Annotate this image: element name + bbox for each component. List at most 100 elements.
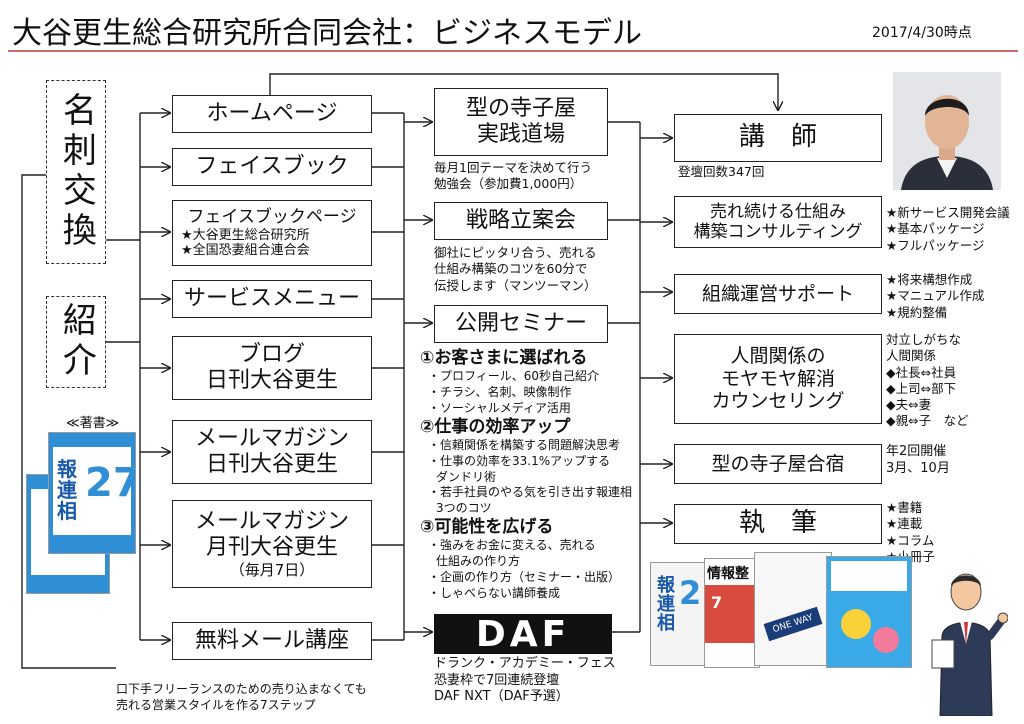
topic-heading: ③可能性を広げる xyxy=(420,517,554,538)
topic-item: ・企画の作り方（セミナー・出版） xyxy=(428,570,621,585)
book-cover-sun xyxy=(841,609,871,639)
businessman-illustration xyxy=(931,573,1008,716)
title-underline xyxy=(8,50,1018,52)
consulting-note: ★新サービス開発会議 ★基本パッケージ ★フルパッケージ xyxy=(886,205,1010,254)
mail-magazine-schedule: （毎月7日） xyxy=(229,561,315,580)
book-cover-colorful xyxy=(826,556,912,668)
homepage-box: ホームページ xyxy=(172,95,372,133)
note-line: 売れる営業スタイルを作る7ステップ xyxy=(116,697,316,712)
portrait-photo xyxy=(893,72,1001,190)
terakoya-dojo-box: 型の寺子屋 実践道場 xyxy=(434,88,608,156)
book-cover-hourensou-2: 報連相 2 xyxy=(650,562,708,666)
book-cover-band xyxy=(705,585,759,643)
training-camp-note: 年2回開催 3月、10月 xyxy=(886,444,950,478)
facebook-page-item: ★全国恐妻組合連合会 xyxy=(181,243,310,259)
lecturer-box: 講 師 xyxy=(674,114,882,162)
book-title-text: 報連相 xyxy=(657,575,675,634)
note-line: ◆親⇔子 など xyxy=(886,413,969,429)
topic-item: ダンドリ術 xyxy=(436,469,497,484)
note-line: 勉強会（参加費1,000円） xyxy=(434,176,583,192)
strategy-session-box: 戦略立案会 xyxy=(434,202,608,240)
writing-box: 執 筆 xyxy=(674,504,882,544)
daf-logo: DAF xyxy=(434,614,612,655)
counseling-note: 対立しがちな 人間関係 ◆社長⇔社員 ◆上司⇔部下 ◆夫⇔妻 ◆親⇔子 など xyxy=(886,332,969,430)
note-line: 3月、10月 xyxy=(886,460,950,476)
book-cover-panel xyxy=(831,561,907,591)
counseling-line: カウンセリング xyxy=(711,390,845,413)
facebook-page-box: フェイスブックページ ★大谷更生総合研究所 ★全国恐妻組合連合会 xyxy=(172,200,372,266)
topic-item: ・仕事の効率を33.1%アップする xyxy=(428,453,611,468)
service-menu-box: サービスメニュー xyxy=(172,280,372,318)
topic-item: ・チラシ、名刺、映像制作 xyxy=(428,385,572,400)
topic-heading: ②仕事の効率アップ xyxy=(420,416,571,437)
topic-item: ・信頼関係を構築する問題解決思考 xyxy=(428,437,621,452)
facebook-page-title: フェイスブックページ xyxy=(187,207,357,228)
topic-item: ・プロフィール、60秒自己紹介 xyxy=(428,369,600,384)
public-seminar-box: 公開セミナー xyxy=(434,305,608,343)
mail-magazine-name: 日刊大谷更生 xyxy=(205,452,338,477)
date-stamp: 2017/4/30時点 xyxy=(872,25,972,41)
note-line: 恐妻枠で7回連続登壇 xyxy=(434,672,560,688)
note-line: 対立しがちな xyxy=(886,332,962,347)
blog-label: ブログ xyxy=(238,341,305,367)
consulting-line: 売れ続ける仕組み xyxy=(710,201,846,222)
note-line: ◆上司⇔部下 xyxy=(886,380,957,396)
book-number-text: 7 xyxy=(711,593,723,612)
counseling-line: モヤモヤ解消 xyxy=(720,367,835,390)
note-line: ★規約整備 xyxy=(886,304,948,320)
seminar-topics: ①お客さまに選ばれる ・プロフィール、60秒自己紹介 ・チラシ、名刺、映像制作 … xyxy=(420,348,632,602)
facebook-page-item: ★大谷更生総合研究所 xyxy=(181,227,310,243)
mail-magazine-monthly-box: メールマガジン 月刊大谷更生 （毎月7日） xyxy=(172,500,372,588)
mail-magazine-name: 月刊大谷更生 xyxy=(205,535,338,560)
book-cover-circle xyxy=(873,627,899,653)
note-line: 口下手フリーランスのための売り込まなくても xyxy=(116,682,367,696)
note-line: ★フルパッケージ xyxy=(886,237,985,253)
book-cover-oneway: ONE WAY xyxy=(754,552,832,666)
note-line: ★将来構想作成 xyxy=(886,272,973,287)
note-line: ★新サービス開発会議 xyxy=(886,205,1010,220)
free-course-note: 口下手フリーランスのための売り込まなくても 売れる営業スタイルを作る7ステップ xyxy=(116,682,367,713)
portrait-figure xyxy=(893,72,1001,190)
terakoya-line: 実践道場 xyxy=(476,122,565,147)
book-title-text: 報連相 xyxy=(57,457,77,523)
note-line: ★コラム xyxy=(886,532,935,548)
facebook-box: フェイスブック xyxy=(172,148,372,186)
books-label: ≪著書≫ xyxy=(66,416,120,431)
note-line: 御社にピッタリ合う、売れる xyxy=(434,245,597,260)
note-line: ★マニュアル作成 xyxy=(886,288,985,304)
training-camp-box: 型の寺子屋合宿 xyxy=(674,444,882,484)
lecturer-note: 登壇回数347回 xyxy=(678,164,765,179)
strategy-note: 御社にピッタリ合う、売れる 仕組み構築のコツを60分で 伝授します（マンツーマン… xyxy=(434,245,597,294)
note-line: ★連載 xyxy=(886,516,923,532)
book-title-text: ONE WAY xyxy=(763,606,823,642)
topic-item: ・若手社員のやる気を引き出す報連相 xyxy=(428,485,633,500)
book-number-text: 27 xyxy=(85,460,136,506)
book-cover-info: 情報整 7 xyxy=(704,558,760,668)
note-line: ◆夫⇔妻 xyxy=(886,397,932,412)
note-line: 人間関係 xyxy=(886,348,937,364)
counseling-line: 人間関係の xyxy=(730,344,826,367)
mail-magazine-label: メールマガジン xyxy=(194,508,349,534)
organization-support-box: 組織運営サポート xyxy=(674,274,882,314)
book-cover-panel xyxy=(53,447,131,535)
topic-item: ・ソーシャルメディア活用 xyxy=(428,400,571,415)
book-number-text: 2 xyxy=(679,574,702,612)
note-line: DAF NXT（DAF予選） xyxy=(434,689,569,705)
mail-magazine-daily-box: メールマガジン 日刊大谷更生 xyxy=(172,420,372,484)
topic-heading: ①お客さまに選ばれる xyxy=(420,348,588,368)
free-mail-course-box: 無料メール講座 xyxy=(172,622,372,660)
note-line: 伝授します（マンツーマン） xyxy=(434,277,597,293)
blog-box: ブログ 日刊大谷更生 xyxy=(172,336,372,400)
organization-note: ★将来構想作成 ★マニュアル作成 ★規約整備 xyxy=(886,272,984,321)
consulting-box: 売れ続ける仕組み 構築コンサルティング xyxy=(674,196,882,248)
page-title: 大谷更生総合研究所合同会社：ビジネスモデル xyxy=(12,16,642,51)
mail-magazine-label: メールマガジン xyxy=(194,425,349,451)
book-title-text: 情報整 xyxy=(707,566,749,582)
note-line: 毎月1回テーマを決めて行う xyxy=(434,160,592,175)
note-line: 年2回開催 xyxy=(886,444,947,459)
note-line: ★基本パッケージ xyxy=(886,221,985,237)
topic-item: ・強みをお金に変える、売れる xyxy=(428,538,596,553)
topic-item: 仕組みの作り方 xyxy=(436,554,521,569)
topic-item: 3つのコツ xyxy=(436,501,492,516)
